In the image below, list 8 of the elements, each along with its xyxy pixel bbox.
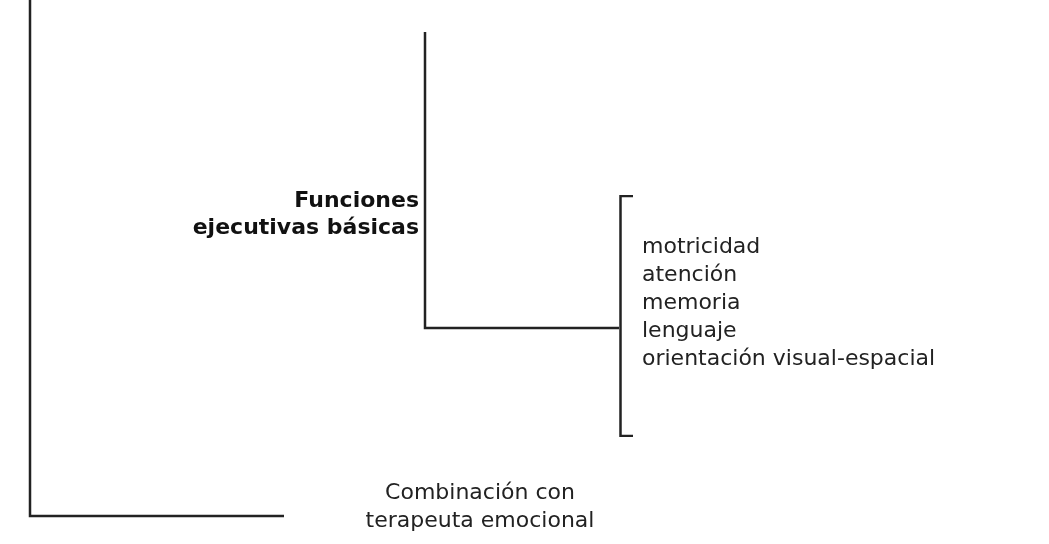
connector-line <box>28 0 284 518</box>
list-item: motricidad <box>642 232 762 260</box>
list-item: lenguaje <box>642 316 738 344</box>
connector-line <box>423 32 619 330</box>
list-item: atención <box>642 260 739 288</box>
node-text: Combinación con terapeuta emocional <box>364 478 596 534</box>
list-item: orientación visual-espacial <box>642 344 936 372</box>
list-item: memoria <box>642 288 742 316</box>
